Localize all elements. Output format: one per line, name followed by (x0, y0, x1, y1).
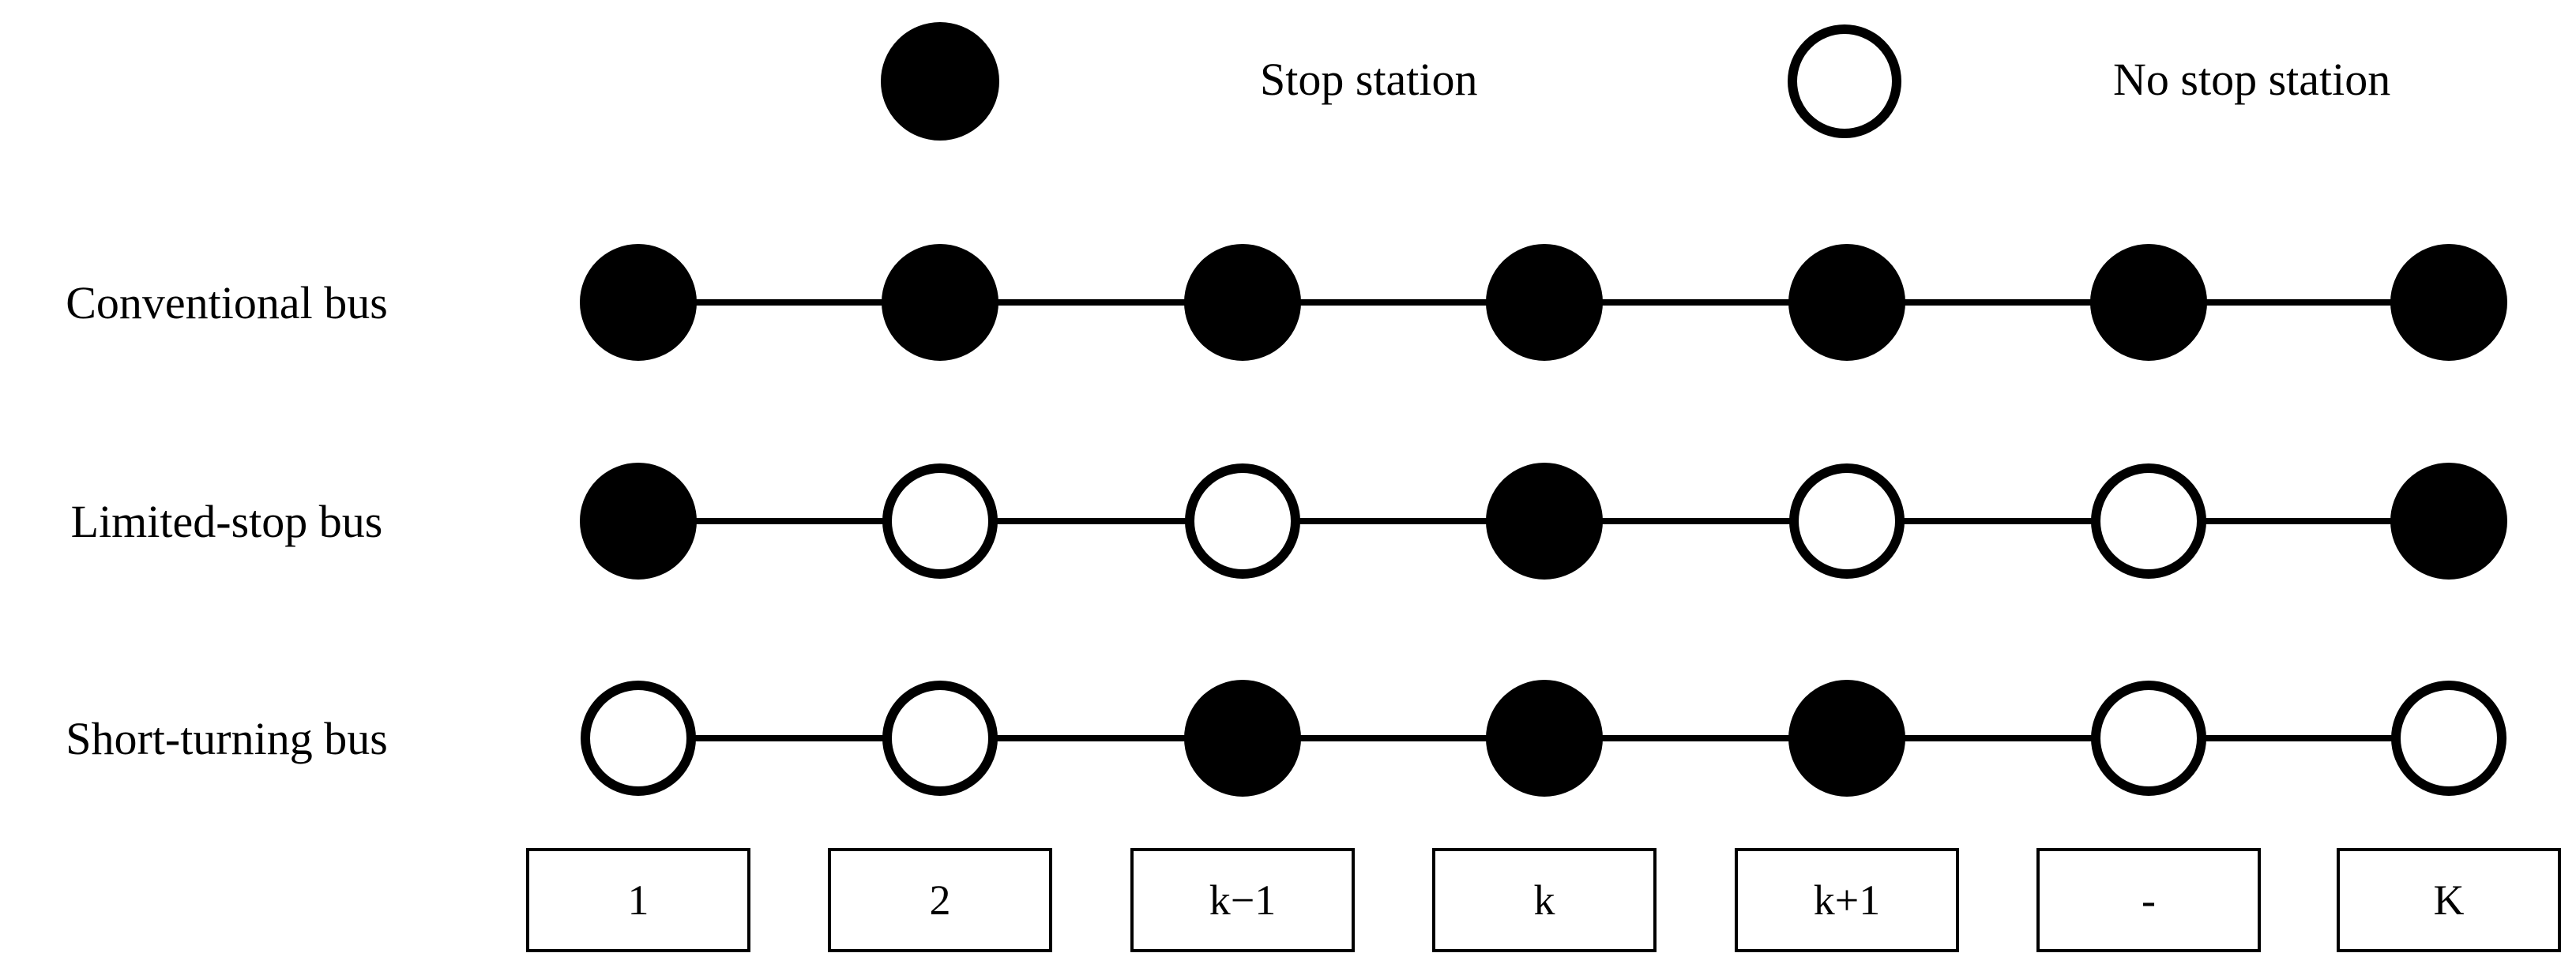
stop-station-marker (1486, 680, 1603, 797)
stop-station-marker (882, 244, 998, 361)
legend: Stop station No stop station (881, 22, 2390, 141)
no-stop-station-marker (1185, 463, 1300, 579)
no-stop-station-marker (882, 463, 998, 579)
station-box-outline (2036, 848, 2261, 952)
route-row: Limited-stop bus (71, 463, 2507, 580)
station-box-outline (2337, 848, 2561, 952)
no-stop-station-marker (2091, 681, 2206, 796)
station-label: k+1 (1814, 876, 1880, 924)
legend-no-stop-label: No stop station (2113, 54, 2390, 105)
station-box: 2 (828, 848, 1052, 952)
no-stop-station-marker (2091, 463, 2206, 579)
stop-station-marker (1486, 244, 1603, 361)
stop-station-marker (1788, 680, 1905, 797)
no-stop-station-marker (1789, 463, 1905, 579)
station-box: 1 (526, 848, 750, 952)
route-row: Short-turning bus (66, 680, 2506, 797)
station-box-outline (1735, 848, 1959, 952)
stop-station-marker (1788, 244, 1905, 361)
station-label: 2 (930, 876, 951, 924)
station-box: k−1 (1130, 848, 1355, 952)
station-label: k (1534, 876, 1555, 924)
station-box: k+1 (1735, 848, 1959, 952)
station-label: - (2142, 876, 2156, 924)
no-stop-station-marker (882, 681, 998, 796)
stop-station-marker (580, 244, 697, 361)
station-label: 1 (628, 876, 649, 924)
route-label: Conventional bus (66, 277, 388, 328)
route-label: Short-turning bus (66, 713, 388, 764)
route-row: Conventional bus (66, 244, 2507, 361)
legend-no-stop-marker (1788, 24, 1901, 138)
station-row: 1 2 k−1 k k+1 - K (526, 848, 2561, 952)
stop-station-marker (580, 463, 697, 580)
station-box-outline (1432, 848, 1657, 952)
station-label: k−1 (1209, 876, 1276, 924)
stop-station-marker (1184, 244, 1301, 361)
station-box-outline (526, 848, 750, 952)
route-label: Limited-stop bus (71, 496, 383, 547)
station-box: - (2036, 848, 2261, 952)
no-stop-station-marker (2391, 681, 2506, 796)
station-box: k (1432, 848, 1657, 952)
station-label: K (2434, 876, 2465, 924)
stop-station-marker (2090, 244, 2207, 361)
legend-stop-label: Stop station (1260, 54, 1478, 105)
stop-station-marker (2390, 244, 2507, 361)
stop-station-marker (2390, 463, 2507, 580)
stop-station-marker (1184, 680, 1301, 797)
station-box-outline (828, 848, 1052, 952)
station-box-outline (1130, 848, 1355, 952)
no-stop-station-marker (581, 681, 696, 796)
legend-stop-marker (881, 22, 999, 141)
station-box: K (2337, 848, 2561, 952)
stop-station-marker (1486, 463, 1603, 580)
